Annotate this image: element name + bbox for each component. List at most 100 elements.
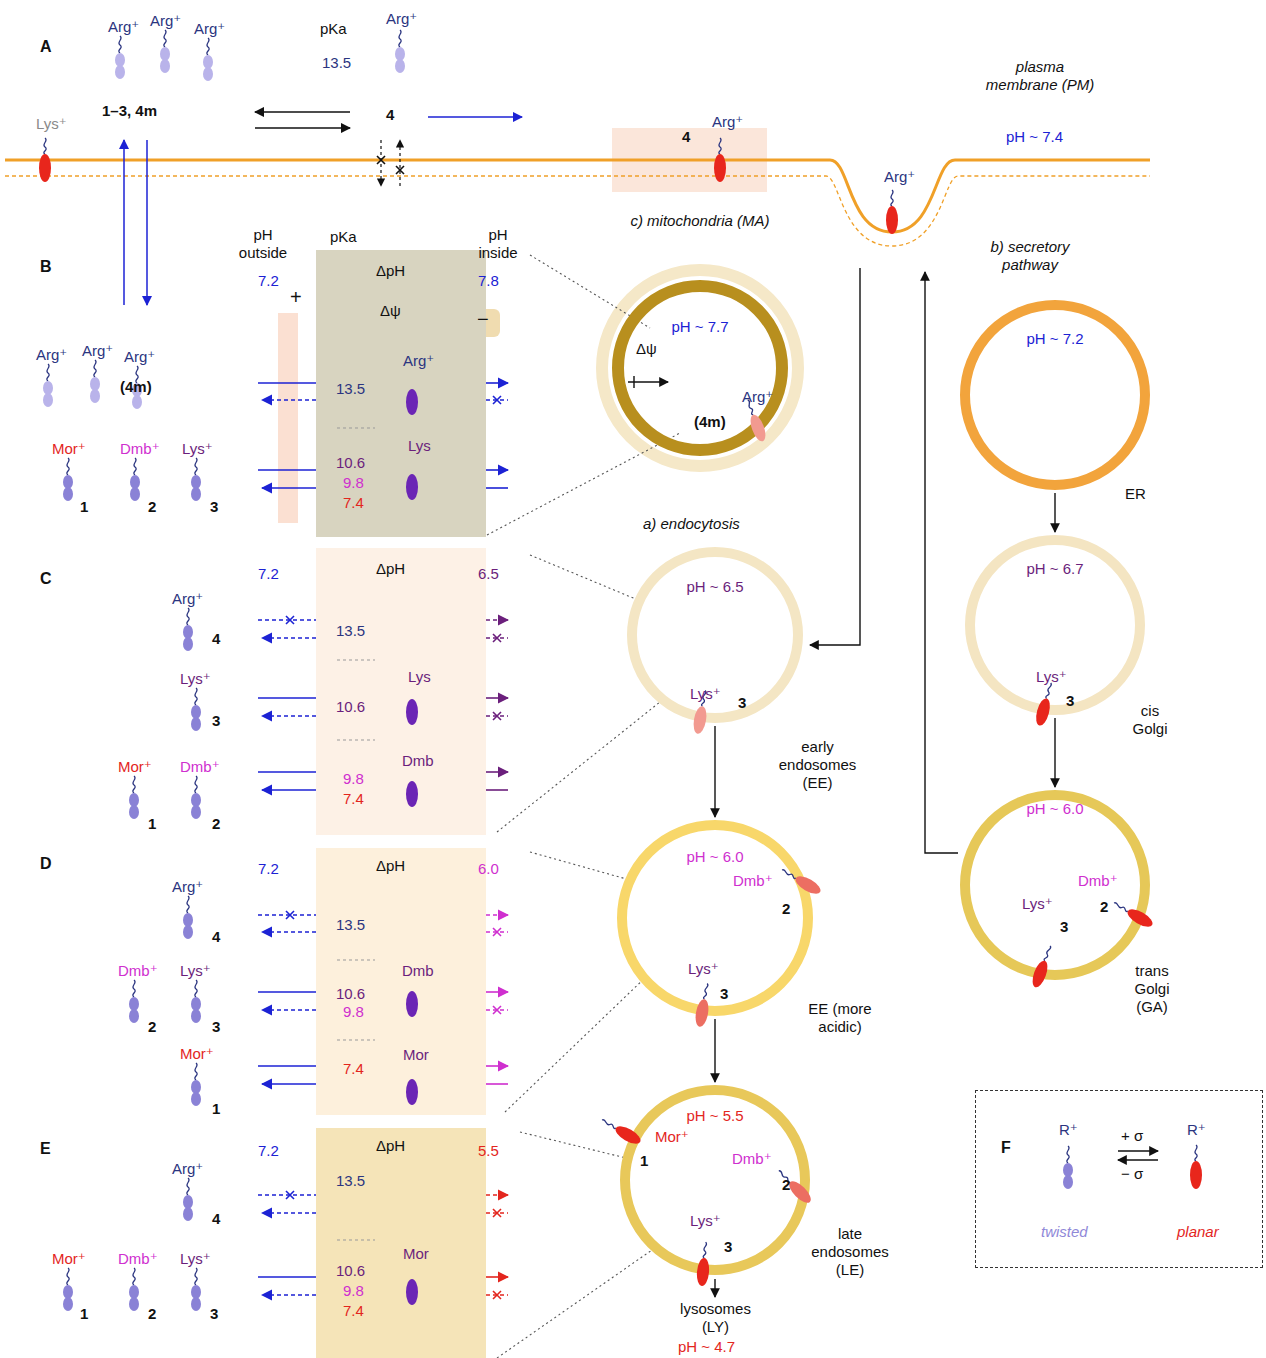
text-label: 4 [212, 928, 220, 946]
circle-outline [960, 300, 1150, 490]
text-label: pKa [320, 20, 347, 38]
text-label: 2 [212, 815, 220, 833]
text-label: 3 [212, 1018, 220, 1036]
text-label: Lys⁺ [180, 962, 211, 980]
text-label: Lys⁺ [180, 1250, 211, 1268]
flow-arrow [1054, 718, 1055, 787]
text-label: trans Golgi (GA) [1122, 962, 1182, 1016]
band-text: ΔpH [376, 1137, 405, 1155]
text-label: 3 [738, 694, 746, 712]
band-text: 10.6 [336, 454, 365, 472]
text-label: Dmb⁺ [180, 758, 220, 776]
text-label: c) mitochondria (MA) [630, 212, 770, 230]
legend-text: planar [1177, 1223, 1219, 1241]
text-label: 4 [212, 1210, 220, 1228]
text-label: C [40, 570, 52, 588]
ph-value: pH ~ 7.2 [1026, 330, 1083, 348]
pka-band: ΔpH13.5Lys10.6Dmb9.87.4 [316, 548, 486, 835]
band-text: ΔpH [376, 560, 405, 578]
text-label: ER [1125, 485, 1146, 503]
text-label: cis Golgi [1125, 702, 1175, 738]
membrane-ring [622, 825, 808, 1011]
text-label: pH inside [468, 226, 528, 262]
text-label: early endosomes (EE) [770, 738, 865, 792]
text-label: Lys⁺ [1036, 668, 1067, 686]
text-label: plasma membrane (PM) [985, 58, 1095, 94]
text-label: 4 [386, 106, 394, 124]
text-label: Arg⁺ [386, 10, 417, 28]
text-label: 3 [212, 712, 220, 730]
text-label: 3 [724, 1238, 732, 1256]
band-text: 13.5 [336, 622, 365, 640]
band-text: 13.5 [336, 380, 365, 398]
band-text: Dmb [402, 752, 434, 770]
text-label: Lys⁺ [688, 960, 719, 978]
text-label: 7.8 [478, 272, 499, 290]
text-label: Dmb⁺ [1078, 872, 1118, 890]
flow-arrow [714, 1019, 715, 1082]
text-label: 4 [682, 128, 690, 146]
text-label: (4m) [694, 413, 726, 431]
text-label: pH outside [233, 226, 293, 262]
pka-band: ΔpH13.5Dmb10.69.8Mor7.4 [316, 848, 486, 1115]
text-label: 2 [148, 1018, 156, 1036]
text-label: 3 [210, 1305, 218, 1323]
text-label: Lys⁺ [1022, 895, 1053, 913]
text-label: Mor⁺ [52, 440, 86, 458]
text-label: Arg⁺ [172, 590, 203, 608]
text-label: A [40, 38, 52, 56]
text-label: EE (more acidic) [790, 1000, 890, 1036]
band-text: 13.5 [336, 1172, 365, 1190]
ph-value: pH ~ 6.0 [686, 848, 743, 866]
text-label: − [477, 310, 489, 328]
text-label: Lys⁺ [180, 670, 211, 688]
text-label: Arg⁺ [150, 12, 181, 30]
text-label: Arg⁺ [82, 342, 113, 360]
band-text: Lys [408, 437, 431, 455]
ph-value: pH ~ 5.5 [686, 1107, 743, 1125]
text-label: 3 [720, 985, 728, 1003]
legend-text: + σ [1121, 1127, 1143, 1145]
band-text: 9.8 [343, 770, 364, 788]
membrane-ring [618, 286, 782, 450]
flow-arrow [1054, 493, 1055, 532]
text-label: Mor⁺ [180, 1045, 214, 1063]
organelle-circle: pH ~ 6.0 [960, 790, 1150, 980]
text-label: Arg⁺ [172, 1160, 203, 1178]
organelle-circle: pH ~ 6.0 [617, 820, 813, 1016]
band-text: 7.4 [343, 790, 364, 808]
text-label: lysosomes (LY) [668, 1300, 763, 1336]
ph-value: pH ~ 7.7 [671, 318, 728, 336]
text-label: Arg⁺ [884, 168, 915, 186]
text-label: Arg⁺ [742, 388, 773, 406]
legend-text: F [1001, 1139, 1011, 1157]
text-label: Arg⁺ [36, 346, 67, 364]
text-label: Dmb⁺ [118, 1250, 158, 1268]
text-label: 7.2 [258, 272, 279, 290]
legend-text: − σ [1121, 1165, 1143, 1183]
legend-text: R⁺ [1059, 1121, 1078, 1139]
text-label: Lys⁺ [36, 115, 67, 133]
text-label: 3 [1060, 918, 1068, 936]
band-text: 7.4 [343, 494, 364, 512]
text-label: 2 [782, 1176, 790, 1194]
text-label: Δψ [636, 340, 657, 358]
band-text: 9.8 [343, 1003, 364, 1021]
text-label: 6.0 [478, 860, 499, 878]
legend-box: FR⁺+ σ− σR⁺twistedplanar [975, 1090, 1263, 1268]
ph-value: pH ~ 6.0 [1026, 800, 1083, 818]
text-label: 3 [1066, 692, 1074, 710]
pka-band: ΔpH13.5Mor10.69.87.4 [316, 1128, 486, 1358]
membrane-ring [970, 540, 1140, 710]
pka-band: ΔpHΔψArg⁺13.5Lys10.69.87.4 [316, 250, 486, 537]
legend-text: R⁺ [1187, 1121, 1206, 1139]
text-label: + [290, 288, 302, 306]
text-label: Arg⁺ [194, 20, 225, 38]
text-label: Lys⁺ [690, 685, 721, 703]
circle-outline [960, 790, 1150, 980]
text-label: pH ~ 7.4 [1006, 128, 1063, 146]
membrane-ring [965, 305, 1145, 485]
text-label: 3 [210, 498, 218, 516]
band-text: Mor [403, 1245, 429, 1263]
